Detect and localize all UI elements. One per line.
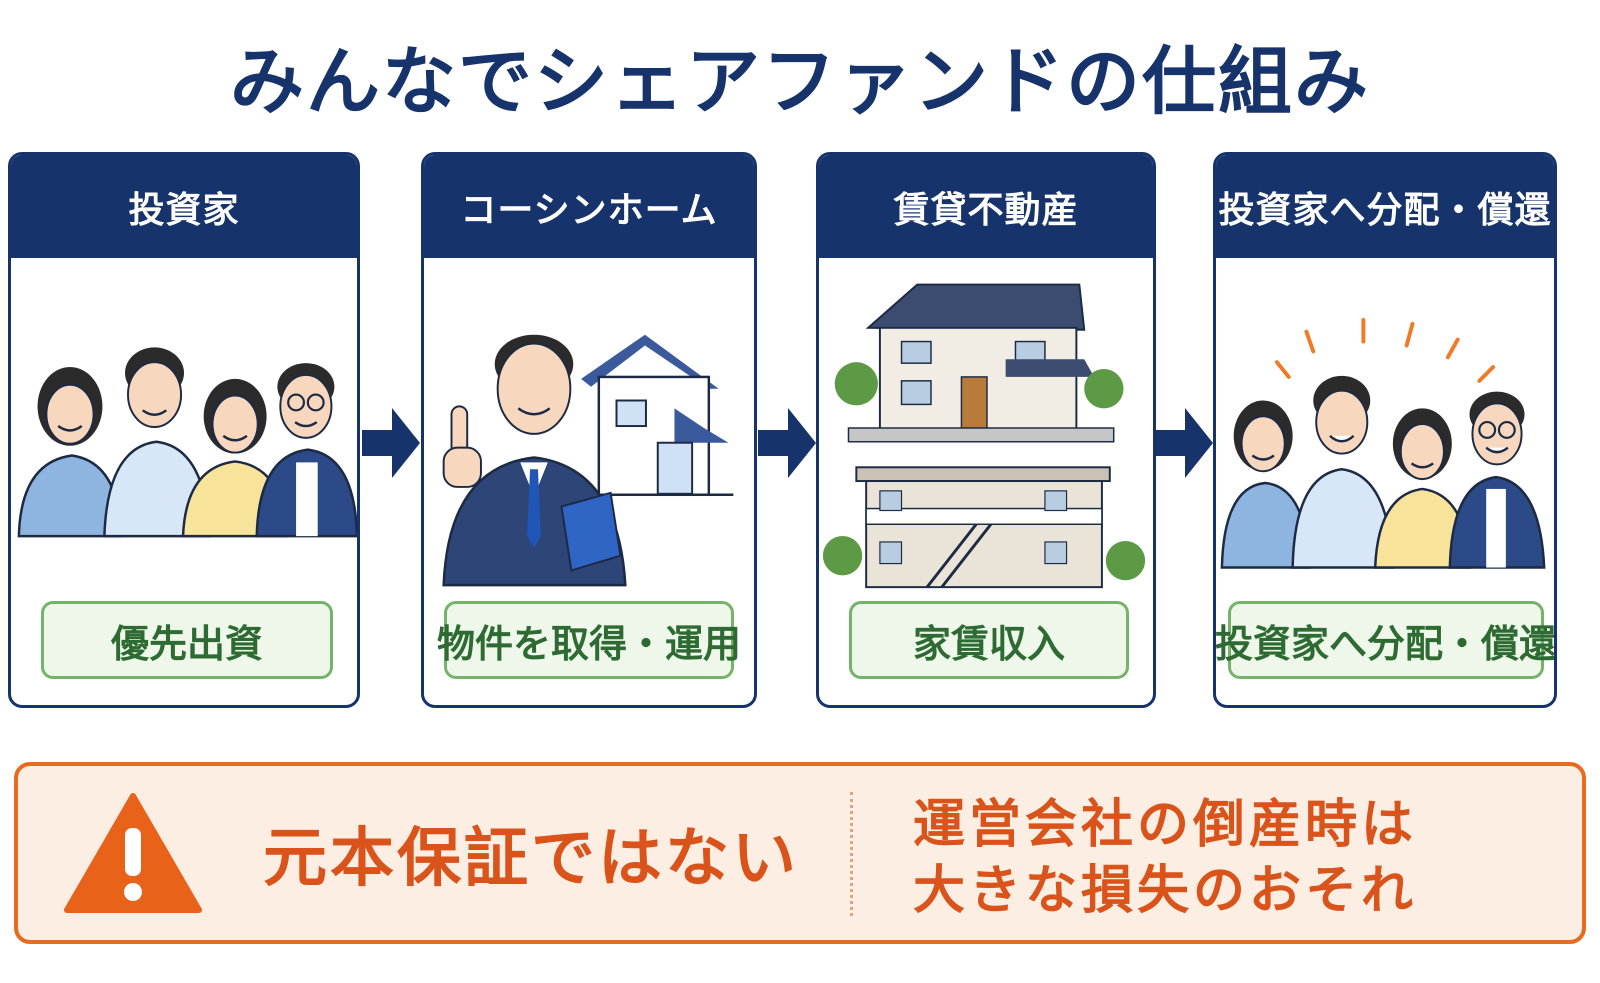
- step-header: 投資家: [11, 155, 357, 258]
- step-card-investors: 投資家 優先出資: [8, 152, 360, 708]
- step-label: 物件を取得・運用: [437, 601, 741, 679]
- risk-warning-box: 元本保証ではない 運営会社の倒産時は 大きな損失のおそれ: [14, 762, 1586, 944]
- bankruptcy-risk-line-2: 大きな損失のおそれ: [913, 861, 1418, 921]
- right-arrow-icon: [1155, 408, 1213, 478]
- investor-group-illustration: [17, 347, 357, 538]
- operator-with-house-illustration: [442, 334, 734, 587]
- warning-triangle-icon: [64, 793, 202, 913]
- right-arrow-icon: [362, 408, 420, 478]
- step-card-distribution: 投資家へ分配・償還 投資家へ分配・償還: [1213, 152, 1557, 708]
- step-header: 投資家へ分配・償還: [1216, 155, 1554, 258]
- step-header: 賃貸不動産: [819, 155, 1153, 258]
- bankruptcy-risk-line-1: 運営会社の倒産時は: [913, 795, 1418, 855]
- rental-property-illustration: [822, 283, 1146, 589]
- happy-investors-illustration: [1220, 317, 1546, 569]
- step-header: コーシンホーム: [424, 155, 754, 258]
- step-card-property: 賃貸不動産 家賃収入: [816, 152, 1156, 708]
- no-principal-guarantee-text: 元本保証ではない: [263, 822, 799, 896]
- step-card-operator: コーシンホーム 物件を取得・運用: [421, 152, 757, 708]
- warning-divider: [850, 792, 853, 916]
- step-label: 投資家へ分配・償還: [1216, 601, 1554, 679]
- step-label: 優先出資: [41, 601, 333, 679]
- page-title: みんなでシェアファンドの仕組み: [230, 39, 1370, 125]
- bankruptcy-risk-text: 運営会社の倒産時は 大きな損失のおそれ: [913, 792, 1417, 924]
- step-label: 家賃収入: [849, 601, 1129, 679]
- right-arrow-icon: [758, 408, 816, 478]
